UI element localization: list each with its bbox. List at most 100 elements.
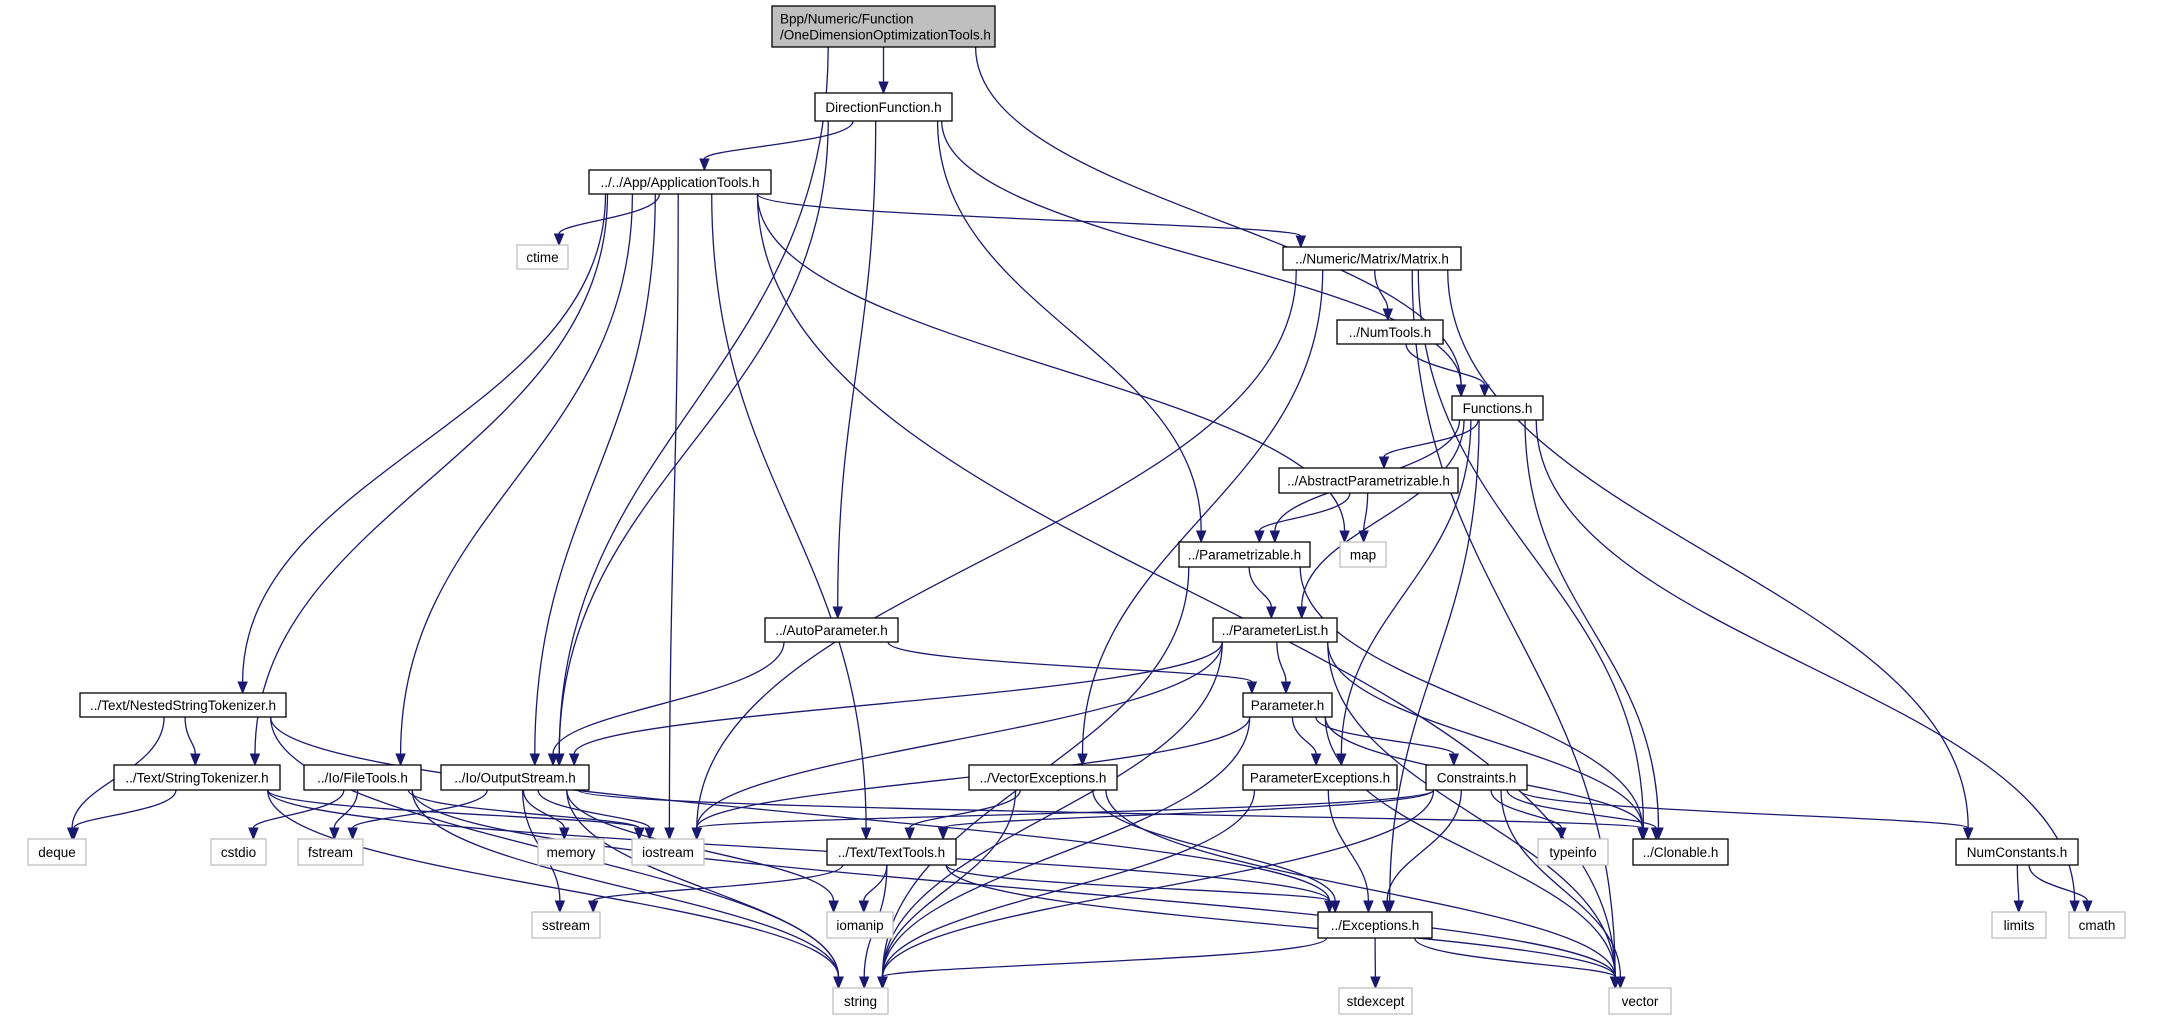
node-matrix[interactable]: ../Numeric/Matrix/Matrix.h [1282, 246, 1462, 271]
node-parameterlist[interactable]: ../ParameterList.h [1212, 617, 1338, 643]
edge-constraints-to-clonable [1506, 789, 1657, 829]
node-memory[interactable]: memory [537, 838, 605, 866]
node-stdexcept[interactable]: stdexcept [1338, 987, 1413, 1015]
edge-stringtokenizer-to-exceptions [266, 789, 1331, 902]
edge-parameterlist-to-parameter [1276, 641, 1287, 683]
edge-abstractparametrizable-to-parametrizable [1258, 492, 1351, 532]
arrowhead-icon [1381, 900, 1393, 914]
node-root[interactable]: Bpp/Numeric/Function/OneDimensionOptimiz… [771, 5, 996, 48]
edge-parameterlist-to-clonable [1327, 641, 1644, 829]
node-label: ../AbstractParametrizable.h [1287, 474, 1450, 489]
arrowhead-icon [553, 753, 565, 767]
edge-constraints-to-numconstants [1518, 789, 1969, 829]
node-box [1282, 246, 1462, 271]
edge-constraints-to-iostream [696, 789, 1435, 829]
node-fstream[interactable]: fstream [297, 838, 364, 866]
node-box [1242, 764, 1398, 791]
edge-outputstream-to-fstream [351, 789, 488, 829]
node-box [1278, 467, 1459, 494]
node-label: ../Text/StringTokenizer.h [125, 771, 268, 786]
node-box [1317, 911, 1433, 939]
node-vector[interactable]: vector [1608, 987, 1672, 1015]
node-nestedstringtokenizer[interactable]: ../Text/NestedStringTokenizer.h [79, 692, 287, 718]
node-box [27, 838, 87, 866]
node-box [968, 764, 1118, 791]
node-filetools[interactable]: ../Io/FileTools.h [303, 764, 422, 791]
node-exceptions[interactable]: ../Exceptions.h [1317, 911, 1433, 939]
node-map[interactable]: map [1339, 541, 1387, 568]
arrowhead-icon [1650, 827, 1662, 841]
edge-directionfunction-to-parametrizable [936, 120, 1202, 532]
edge-applicationtools-to-vector [756, 193, 1616, 978]
arrowhead-icon [237, 681, 248, 695]
edge-applicationtools-to-iostream [668, 193, 679, 829]
edge-parameter-to-parameterexceptions [1291, 716, 1317, 755]
node-functions[interactable]: Functions.h [1451, 395, 1544, 421]
node-label: typeinfo [1549, 845, 1596, 860]
node-string[interactable]: string [832, 987, 889, 1015]
arrowhead-icon [1310, 753, 1322, 767]
node-ctime[interactable]: ctime [516, 244, 569, 270]
node-stringtokenizer[interactable]: ../Text/StringTokenizer.h [113, 764, 281, 791]
node-parameterexceptions[interactable]: ParameterExceptions.h [1242, 764, 1398, 791]
node-limits[interactable]: limits [1991, 911, 2047, 939]
arrowhead-icon [248, 827, 259, 841]
node-cstdio[interactable]: cstdio [210, 838, 267, 866]
node-label: ../NumTools.h [1349, 325, 1432, 340]
node-cmath[interactable]: cmath [2068, 911, 2126, 939]
node-sstream[interactable]: sstream [531, 911, 601, 939]
node-constraints[interactable]: Constraints.h [1425, 764, 1528, 791]
node-applicationtools[interactable]: ../../App/ApplicationTools.h [588, 169, 772, 195]
node-box [1212, 617, 1338, 643]
arrowhead-icon [1296, 606, 1307, 620]
node-label: ParameterExceptions.h [1250, 771, 1390, 786]
edge-filetools-to-string [411, 789, 840, 978]
arrowhead-icon [1077, 753, 1088, 767]
edge-exceptions-to-string [881, 937, 1328, 978]
node-box [440, 764, 590, 791]
node-box [1242, 692, 1333, 718]
node-parametrizable[interactable]: ../Parametrizable.h [1178, 541, 1311, 568]
node-iomanip[interactable]: iomanip [826, 911, 894, 939]
edge-functions-to-cmath [1535, 419, 2076, 902]
node-directionfunction[interactable]: DirectionFunction.h [814, 92, 953, 122]
node-autoparameter[interactable]: ../AutoParameter.h [764, 617, 899, 643]
arrowhead-icon [529, 753, 541, 767]
node-label: ../Parametrizable.h [1188, 548, 1301, 563]
arrowhead-icon [1269, 530, 1281, 544]
arrowhead-icon [858, 976, 870, 990]
edge-parameter-to-string [881, 716, 1251, 978]
edge-functions-to-exceptions [1389, 419, 1480, 902]
node-vectorexceptions[interactable]: ../VectorExceptions.h [968, 764, 1118, 791]
edge-exceptions-to-vector [1414, 937, 1616, 978]
node-texttools[interactable]: ../Text/TextTools.h [826, 838, 957, 866]
arrowhead-icon [1479, 384, 1490, 398]
edge-stringtokenizer-to-iostream [266, 789, 640, 829]
node-numconstants[interactable]: NumConstants.h [1955, 838, 2079, 866]
node-numtools[interactable]: ../NumTools.h [1336, 319, 1444, 345]
node-box [79, 692, 287, 718]
node-iostream[interactable]: iostream [631, 838, 705, 866]
edge-applicationtools-to-outputstream [534, 193, 656, 755]
arrowhead-icon [828, 900, 839, 914]
node-typeinfo[interactable]: typeinfo [1537, 838, 1609, 866]
edge-filetools-to-iostream [407, 789, 640, 829]
node-box [1339, 541, 1387, 568]
node-label: deque [38, 845, 76, 860]
node-label: DirectionFunction.h [825, 100, 941, 115]
node-deque[interactable]: deque [27, 838, 87, 866]
arrowhead-icon [249, 753, 261, 767]
edge-matrix-to-numconstants [1447, 269, 1969, 829]
node-label: Constraints.h [1437, 771, 1517, 786]
node-abstractparametrizable[interactable]: ../AbstractParametrizable.h [1278, 467, 1459, 494]
arrowhead-icon [1378, 456, 1390, 470]
arrowhead-icon [2082, 900, 2093, 914]
node-clonable[interactable]: ../Clonable.h [1632, 838, 1729, 866]
arrowhead-icon [1363, 900, 1374, 914]
node-parameter[interactable]: Parameter.h [1242, 692, 1333, 718]
edge-constraints-to-typeinfo [1490, 789, 1563, 829]
node-outputstream[interactable]: ../Io/OutputStream.h [440, 764, 590, 791]
arrowhead-icon [553, 233, 565, 247]
edge-filetools-to-fstream [333, 789, 359, 829]
arrowhead-icon [68, 827, 80, 841]
